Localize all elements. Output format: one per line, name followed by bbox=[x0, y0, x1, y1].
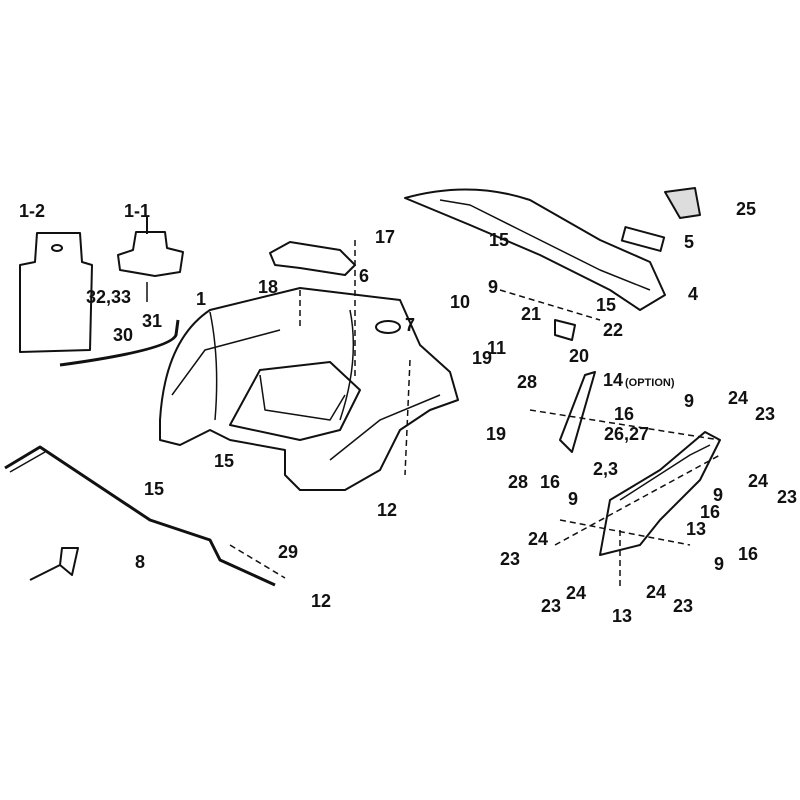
callout-17: 17 bbox=[375, 227, 396, 247]
callout-16: 16 bbox=[738, 544, 759, 564]
callout-16: 16 bbox=[700, 502, 721, 522]
callout-9: 9 bbox=[568, 489, 579, 509]
callout-8: 8 bbox=[135, 552, 146, 572]
callout-28: 28 bbox=[517, 372, 538, 392]
callout-21: 21 bbox=[521, 304, 542, 324]
part-8-rod bbox=[4, 445, 276, 587]
callout-23: 23 bbox=[673, 596, 694, 616]
part-7-cap bbox=[375, 320, 401, 334]
callout-15: 15 bbox=[144, 479, 165, 499]
callout-16: 16 bbox=[614, 404, 635, 424]
part-1-2-mat bbox=[19, 232, 93, 353]
callout-9: 9 bbox=[713, 485, 724, 505]
callout-32-33: 32,33 bbox=[86, 287, 132, 307]
callout-5: 5 bbox=[684, 232, 695, 252]
callout-7: 7 bbox=[405, 315, 416, 335]
callout-30: 30 bbox=[113, 325, 134, 345]
callout-9: 9 bbox=[488, 277, 499, 297]
callout-12: 12 bbox=[377, 500, 398, 520]
callout-29: 29 bbox=[278, 542, 299, 562]
callout-15: 15 bbox=[214, 451, 235, 471]
callout-24: 24 bbox=[646, 582, 667, 602]
part-4-rear-cover bbox=[404, 188, 666, 311]
front-arrow-icon bbox=[29, 547, 79, 581]
callout-24: 24 bbox=[748, 471, 769, 491]
callout-4: 4 bbox=[688, 284, 699, 304]
option-note: (OPTION) bbox=[625, 377, 675, 389]
part-26-27-strip bbox=[559, 371, 596, 453]
callout-19: 19 bbox=[472, 348, 493, 368]
callout-20: 20 bbox=[569, 346, 590, 366]
callout-24: 24 bbox=[728, 388, 749, 408]
callout-6: 6 bbox=[359, 266, 370, 286]
callout-10: 10 bbox=[450, 292, 471, 312]
callout-25: 25 bbox=[736, 199, 757, 219]
callout-1-2: 1-2 bbox=[19, 201, 46, 221]
callout-19: 19 bbox=[486, 424, 507, 444]
part-1-rear-fender bbox=[159, 287, 459, 491]
callout-23: 23 bbox=[541, 596, 562, 616]
callout-9: 9 bbox=[684, 391, 695, 411]
part-5-reflector bbox=[620, 226, 666, 252]
callout-28: 28 bbox=[508, 472, 529, 492]
callout-9: 9 bbox=[714, 554, 725, 574]
part-6-bracket bbox=[269, 241, 356, 276]
callout-1: 1 bbox=[196, 289, 207, 309]
callout-24: 24 bbox=[566, 583, 587, 603]
callout-16: 16 bbox=[540, 472, 561, 492]
callout-14: 14 bbox=[603, 370, 624, 390]
callout-2-3: 2,3 bbox=[593, 459, 619, 479]
callout-26-27: 26,27 bbox=[604, 424, 650, 444]
callout-1-1: 1-1 bbox=[124, 201, 151, 221]
callout-24: 24 bbox=[528, 529, 549, 549]
callout-13: 13 bbox=[686, 519, 707, 539]
callout-13: 13 bbox=[612, 606, 633, 626]
callout-22: 22 bbox=[603, 320, 624, 340]
part-25-plate bbox=[664, 187, 701, 219]
callout-15: 15 bbox=[489, 230, 510, 250]
callout-31: 31 bbox=[142, 311, 163, 331]
callout-23: 23 bbox=[777, 487, 798, 507]
callout-23: 23 bbox=[500, 549, 521, 569]
callout-11: 11 bbox=[487, 338, 507, 358]
callout-23: 23 bbox=[755, 404, 776, 424]
callout-12: 12 bbox=[311, 591, 332, 611]
part-1-1-bracket bbox=[117, 231, 184, 277]
part-20-plate bbox=[554, 319, 576, 341]
callout-18: 18 bbox=[258, 277, 279, 297]
callout-15: 15 bbox=[596, 295, 617, 315]
